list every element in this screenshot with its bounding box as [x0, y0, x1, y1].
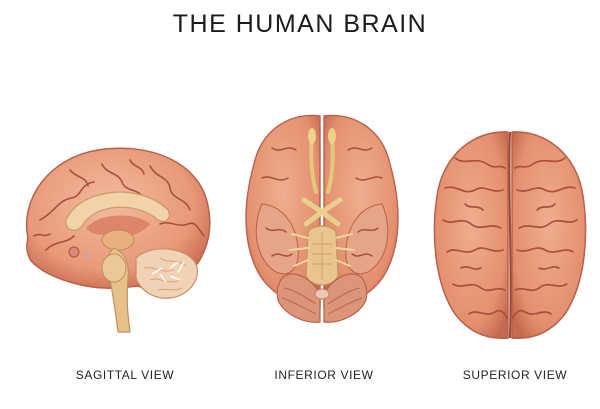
superior-view-panel [425, 124, 600, 346]
inferior-view-panel [232, 108, 412, 343]
superior-brain-illustration [433, 131, 587, 340]
sagittal-view-panel [10, 140, 220, 335]
page-title: THE HUMAN BRAIN [172, 10, 428, 38]
inferior-brain-illustration [245, 114, 399, 323]
caption-inferior-view: INFERIOR VIEW [274, 368, 374, 382]
caption-superior-view: SUPERIOR VIEW [462, 368, 568, 382]
sagittal-brain-illustration [25, 147, 211, 333]
caption-sagittal-view: SAGITTAL VIEW [75, 368, 175, 382]
